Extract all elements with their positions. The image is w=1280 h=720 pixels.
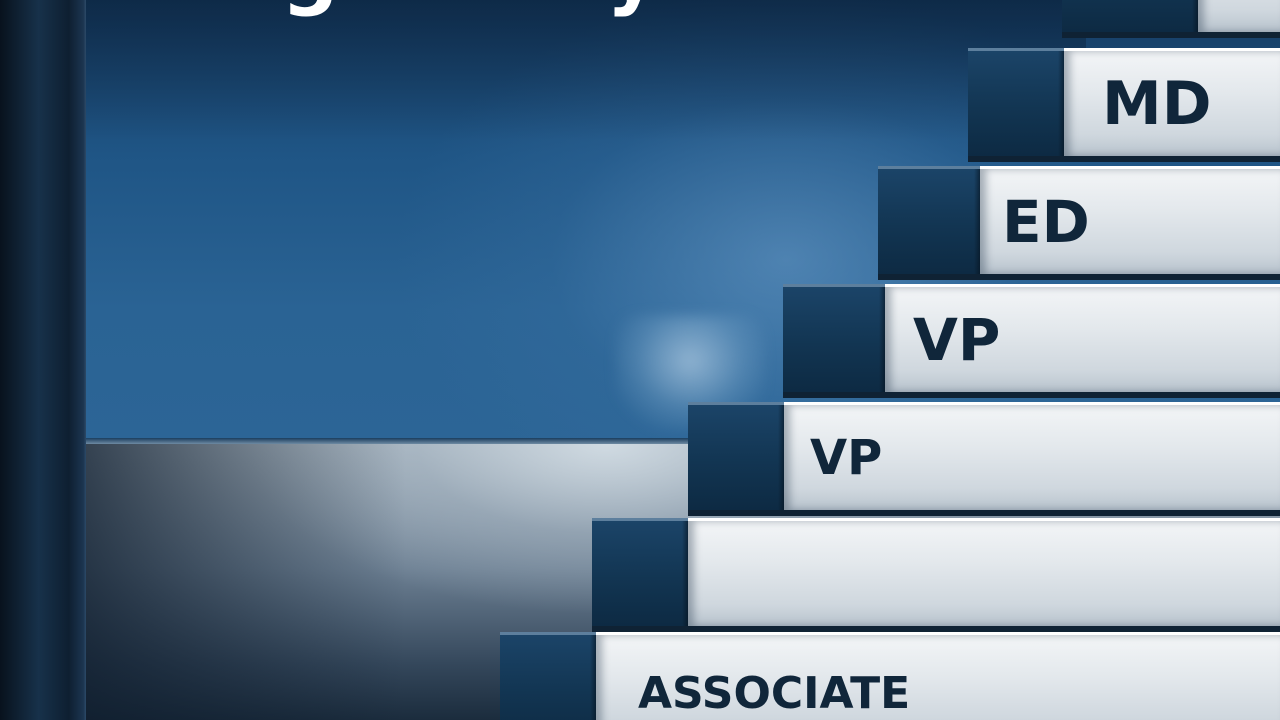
step-plate xyxy=(1198,0,1280,32)
step-plate xyxy=(1064,48,1280,156)
step-plate xyxy=(596,632,1280,720)
step-block xyxy=(783,284,885,392)
step-block xyxy=(968,48,1064,156)
step-ed: ED xyxy=(878,166,1280,280)
step-vp-lower: VP xyxy=(688,402,1280,516)
step-base xyxy=(688,510,1280,516)
step-base xyxy=(783,392,1280,398)
step-plate xyxy=(784,402,1280,510)
step-block xyxy=(500,632,596,720)
step-block xyxy=(878,166,980,274)
cropped-headline: g y xyxy=(0,0,1060,22)
step-plate xyxy=(885,284,1280,392)
step-label-vp-upper: VP xyxy=(913,306,1001,374)
step-base xyxy=(592,626,1280,632)
step-base xyxy=(878,274,1280,280)
step-vp-upper: VP xyxy=(783,284,1280,398)
floor-shadow xyxy=(86,444,406,720)
step-plate xyxy=(688,518,1280,626)
step-label-vp-lower: VP xyxy=(810,430,883,486)
wall-floor-edge xyxy=(86,438,1280,444)
step-label-md: MD xyxy=(1102,69,1212,139)
step-blank xyxy=(592,518,1280,632)
step-base xyxy=(1062,32,1280,38)
step-label-associate: ASSOCIATE xyxy=(638,668,911,719)
step-associate: ASSOCIATE xyxy=(500,632,1280,720)
step-top xyxy=(1062,0,1280,38)
step-plate xyxy=(980,166,1280,274)
step-label-ed: ED xyxy=(1002,188,1090,256)
left-pillar xyxy=(0,0,86,720)
step-block xyxy=(592,518,688,626)
step-base xyxy=(968,156,1280,162)
wall-shadow xyxy=(86,0,1086,140)
step-block xyxy=(688,402,784,510)
step-md: MD xyxy=(968,48,1280,162)
step-block xyxy=(1062,0,1198,32)
